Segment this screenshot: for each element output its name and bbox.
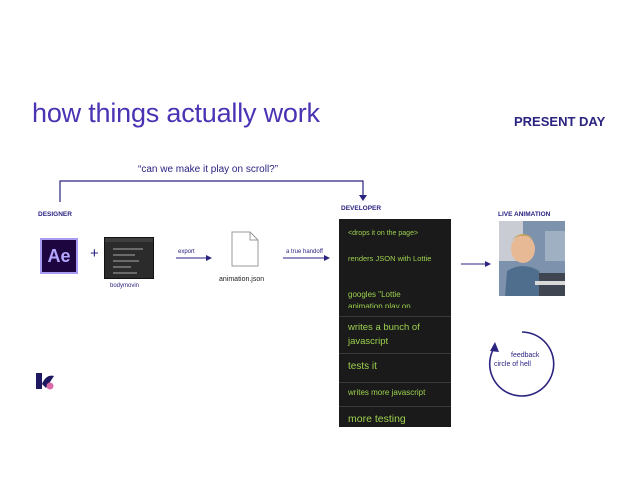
circle-of-hell-label: circle of hell bbox=[494, 361, 531, 368]
live-animation-label: LIVE ANIMATION bbox=[498, 211, 551, 218]
step-googles: googles "Lottie animation play on scroll… bbox=[348, 290, 411, 308]
slide-title: how things actually work bbox=[32, 98, 320, 128]
export-label: export bbox=[178, 249, 195, 255]
brand-logo-icon bbox=[36, 373, 54, 390]
designer-label: DESIGNER bbox=[38, 211, 72, 218]
feedback-label: feedback bbox=[511, 352, 540, 359]
step-writes-more-javascript: writes more javascript bbox=[348, 388, 426, 397]
feedback-loop-icon bbox=[488, 331, 555, 397]
live-animation-image bbox=[499, 221, 565, 296]
present-day-tag: PRESENT DAY bbox=[514, 114, 606, 129]
scroll-request-quote: “can we make it play on scroll?” bbox=[138, 164, 279, 175]
step-writes-javascript: writes a bunch of javascript bbox=[348, 322, 420, 347]
json-file-icon bbox=[231, 231, 259, 267]
developer-label: DEVELOPER bbox=[341, 205, 382, 212]
step-drops-on-page: <drops it on the page> bbox=[348, 230, 419, 237]
plus-sign: + bbox=[90, 245, 99, 262]
bodymovin-label: bodymovin bbox=[110, 283, 140, 289]
bodymovin-panel-icon bbox=[104, 237, 154, 279]
handoff-label: a true handoff bbox=[286, 249, 323, 255]
step-renders-json: renders JSON with Lottie bbox=[348, 254, 432, 263]
developer-steps-panel: <drops it on the page> renders JSON with… bbox=[339, 219, 451, 427]
step-more-testing: more testing bbox=[348, 413, 406, 425]
json-filename: animation.json bbox=[219, 276, 265, 283]
after-effects-icon: Ae bbox=[40, 238, 78, 274]
step-tests-it: tests it bbox=[348, 361, 377, 372]
